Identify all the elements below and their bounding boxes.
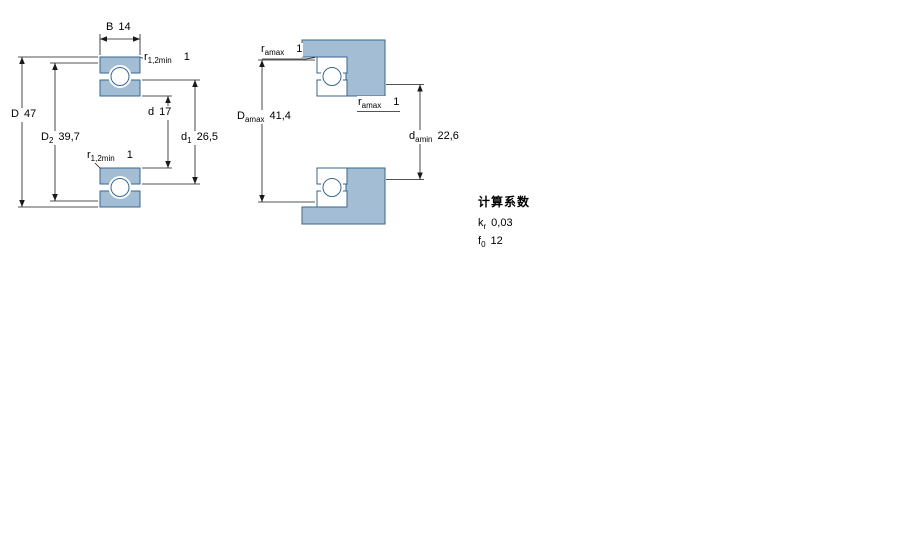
dim-symbol: d <box>409 130 416 142</box>
factor-subscript: 0 <box>481 240 486 250</box>
dim-symbol: d <box>148 106 155 118</box>
dim-symbol: r <box>261 43 265 55</box>
dim-value: 17 <box>159 106 172 118</box>
dim-label-Da: Damax 41,4 <box>236 110 292 125</box>
ball-bottom <box>110 178 130 197</box>
left-view-dimension-lines <box>18 34 200 208</box>
dim-value: 14 <box>118 21 131 33</box>
calculation-factors: 计算系数 kr 0,03 f0 12 <box>478 193 530 253</box>
dim-subscript: 1,2min <box>147 56 172 66</box>
dim-value: 47 <box>23 108 37 120</box>
factor-subscript: r <box>483 222 487 232</box>
dim-symbol: r <box>87 149 91 161</box>
dim-symbol: r <box>144 51 148 63</box>
dim-subscript: amax <box>244 115 265 125</box>
dim-value: 39,7 <box>58 131 80 143</box>
leader-ra-top <box>262 57 316 60</box>
dim-value: 1 <box>126 149 133 161</box>
outline-ball-bottom <box>322 178 342 197</box>
dim-label-ra-top: ramax 1 <box>260 43 304 58</box>
dim-symbol: D <box>237 110 245 122</box>
dim-value: 1 <box>296 43 303 55</box>
dim-subscript: 1 <box>187 136 192 146</box>
dim-subscript: 2 <box>48 136 54 146</box>
dim-subscript: amax <box>264 48 285 58</box>
left-view-bearing-section <box>99 56 141 208</box>
factor-value: 0,03 <box>491 217 513 229</box>
calc-factor-kr: kr 0,03 <box>478 217 530 231</box>
dim-subscript: amin <box>415 135 433 145</box>
dim-symbol: B <box>106 21 114 33</box>
calculation-factors-title: 计算系数 <box>478 195 531 209</box>
dim-symbol: D <box>11 108 19 120</box>
dim-symbol: r <box>358 96 362 108</box>
dim-value: 41,4 <box>269 110 291 122</box>
dim-label-r-top: r1,2min 1 <box>143 51 191 66</box>
dim-label-d: d 17 <box>147 106 173 121</box>
ball-top <box>110 67 130 86</box>
dim-value: 26,5 <box>196 131 218 143</box>
dim-subscript: amax <box>361 101 382 111</box>
dim-label-r-bottom: r1,2min 1 <box>86 149 134 164</box>
dim-label-da: damin 22,6 <box>408 130 460 145</box>
dim-value: 1 <box>183 51 190 63</box>
dim-value: 22,6 <box>437 130 459 142</box>
dim-symbol: D <box>41 131 49 143</box>
leader-r-bottom <box>94 162 101 169</box>
dim-label-d1: d1 26,5 <box>180 131 219 146</box>
dim-label-ra-mid: ramax 1 <box>357 96 401 111</box>
dim-symbol: d <box>181 131 188 143</box>
outline-ball-top <box>322 67 342 86</box>
dim-subscript: 1,2min <box>90 154 115 164</box>
dim-label-D: D 47 <box>10 108 38 123</box>
calc-factor-f0: f0 12 <box>478 235 530 249</box>
factor-symbol: f <box>478 235 482 248</box>
right-view-mounting-section <box>301 39 386 225</box>
dim-value: 1 <box>393 96 400 108</box>
factor-symbol: k <box>478 217 484 229</box>
factor-value: 12 <box>490 235 503 248</box>
dim-label-B: B 14 <box>105 21 132 36</box>
dim-label-D2: D2 39,7 <box>40 131 81 146</box>
